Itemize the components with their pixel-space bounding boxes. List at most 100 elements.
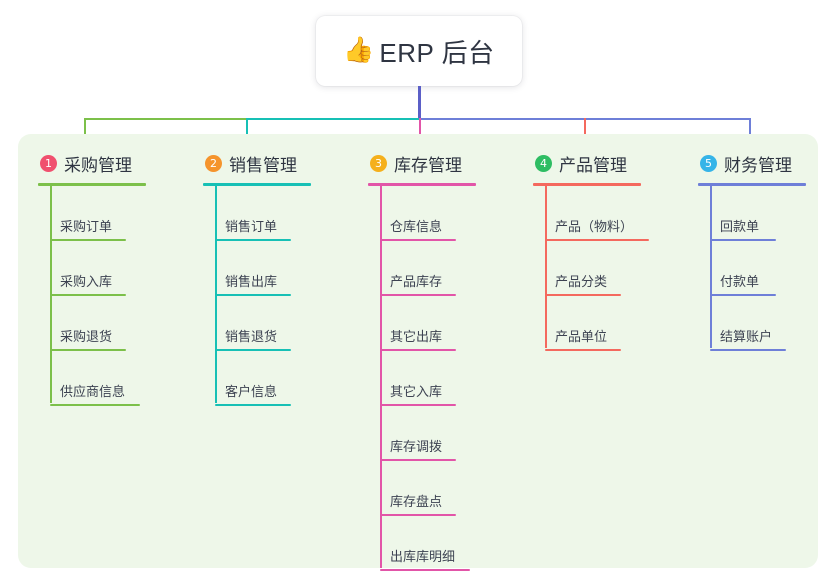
branch-underline-4 [533,183,641,186]
thumbs-up-icon: 👍 [343,36,375,64]
leaf-item-label: 产品库存 [390,274,443,289]
leaf-item[interactable]: 付款单 [710,271,776,296]
leaf-item-underline [380,569,470,571]
drop-5 [749,118,751,146]
leaf-item-underline [380,404,456,406]
leaf-item[interactable]: 其它出库 [380,326,456,351]
branch-underline-3 [368,183,476,186]
leaf-item-underline [710,239,776,241]
branch-spine-4 [545,186,547,348]
branch-title-2: 销售管理 [229,155,297,175]
branches-board [18,134,818,568]
leaf-item[interactable]: 结算账户 [710,326,786,351]
leaf-item-underline [710,294,776,296]
branch-badge-5: 5 [700,154,717,172]
branch-header-5[interactable]: 5 财务管理 [698,148,806,178]
leaf-item[interactable]: 采购订单 [50,216,126,241]
leaf-item-underline [50,294,126,296]
leaf-item[interactable]: 回款单 [710,216,776,241]
leaf-item[interactable]: 产品库存 [380,271,456,296]
root-node-erp-backend[interactable]: 👍 ERP 后台 [316,16,522,86]
leaf-item-label: 供应商信息 [60,384,126,399]
branch-underline-5 [698,183,806,186]
drop-3 [419,118,421,146]
branch-title-3: 库存管理 [394,155,462,175]
branch-header-1[interactable]: 1 采购管理 [38,148,146,178]
branch-title-4: 产品管理 [559,155,627,175]
leaf-item-label: 产品分类 [555,274,608,289]
leaf-item-underline [215,239,291,241]
leaf-item[interactable]: 产品单位 [545,326,621,351]
leaf-item-label: 付款单 [720,274,760,289]
leaf-item[interactable]: 销售出库 [215,271,291,296]
branch-column-1: 1 采购管理采购订单采购入库采购退货供应商信息 [38,148,146,548]
branch-title-5: 财务管理 [724,155,792,175]
leaf-item-underline [215,349,291,351]
leaf-item-label: 采购入库 [60,274,113,289]
leaf-item[interactable]: 产品分类 [545,271,621,296]
segment-1-2 [84,118,246,120]
leaf-item[interactable]: 其它入库 [380,381,456,406]
branch-header-4[interactable]: 4 产品管理 [533,148,641,178]
leaf-item-label: 产品单位 [555,329,608,344]
leaf-item-label: 销售退货 [225,329,278,344]
leaf-item[interactable]: 出库库明细 [380,546,470,571]
leaf-item-underline [380,239,456,241]
leaf-item-label: 销售出库 [225,274,278,289]
branch-badge-4: 4 [535,154,552,172]
leaf-item-label: 回款单 [720,219,760,234]
leaf-item-label: 仓库信息 [390,219,443,234]
leaf-item-underline [50,404,140,406]
leaf-item[interactable]: 销售订单 [215,216,291,241]
leaf-item-label: 采购退货 [60,329,113,344]
branch-header-3[interactable]: 3 库存管理 [368,148,476,178]
leaf-item-label: 产品（物料） [555,219,634,234]
leaf-item-underline [545,239,649,241]
leaf-item-underline [380,349,456,351]
branch-spine-5 [710,186,712,348]
leaf-item-label: 结算账户 [720,329,773,344]
branch-badge-3: 3 [370,154,387,172]
leaf-item[interactable]: 仓库信息 [380,216,456,241]
leaf-item-label: 库存调拨 [390,439,443,454]
drop-2 [246,118,248,146]
leaf-item[interactable]: 采购入库 [50,271,126,296]
leaf-item[interactable]: 供应商信息 [50,381,140,406]
branch-badge-1: 1 [40,154,57,172]
branch-badge-2: 2 [205,154,222,172]
leaf-item-label: 销售订单 [225,219,278,234]
leaf-item-label: 采购订单 [60,219,113,234]
leaf-item[interactable]: 库存调拨 [380,436,456,461]
drop-4 [584,118,586,146]
trunk-line [418,86,421,120]
leaf-item-label: 其它出库 [390,329,443,344]
leaf-item-label: 客户信息 [225,384,278,399]
leaf-item[interactable]: 客户信息 [215,381,291,406]
leaf-item-label: 其它入库 [390,384,443,399]
leaf-item-label: 库存盘点 [390,494,443,509]
leaf-item-underline [545,349,621,351]
branch-column-2: 2 销售管理销售订单销售出库销售退货客户信息 [203,148,311,548]
leaf-item[interactable]: 采购退货 [50,326,126,351]
leaf-item-underline [380,459,456,461]
branch-column-5: 5 财务管理回款单付款单结算账户 [698,148,806,548]
branch-spine-3 [380,186,382,568]
drop-1 [84,118,86,146]
branch-column-3: 3 库存管理仓库信息产品库存其它出库其它入库库存调拨库存盘点出库库明细 [368,148,476,571]
leaf-item[interactable]: 销售退货 [215,326,291,351]
leaf-item-underline [215,294,291,296]
leaf-item-underline [380,514,456,516]
leaf-item[interactable]: 库存盘点 [380,491,456,516]
leaf-item-label: 出库库明细 [390,549,456,564]
branch-header-2[interactable]: 2 销售管理 [203,148,311,178]
leaf-item[interactable]: 产品（物料） [545,216,649,241]
segment-2-3 [246,118,419,120]
leaf-item-underline [710,349,786,351]
leaf-item-underline [215,404,291,406]
branch-underline-2 [203,183,311,186]
root-node-label: ERP 后台 [379,37,495,68]
leaf-item-underline [380,294,456,296]
leaf-item-underline [545,294,621,296]
branch-title-1: 采购管理 [64,155,132,175]
